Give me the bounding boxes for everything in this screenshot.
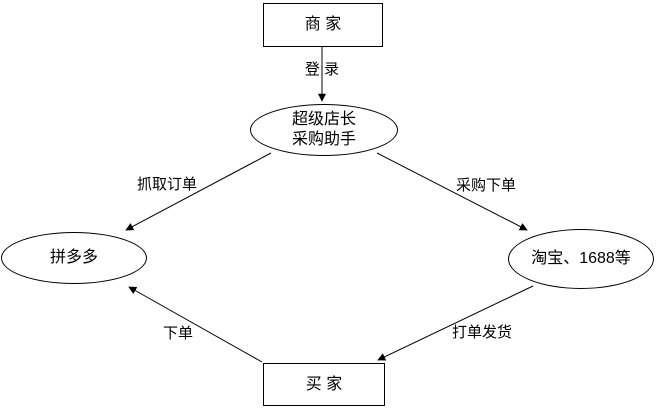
node-pinduoduo: 拼多多 xyxy=(1,232,147,284)
edge-label-print-ship: 打单发货 xyxy=(452,324,513,341)
edge-order-arrow xyxy=(128,286,263,363)
edge-label-purchase-order: 采购下单 xyxy=(456,177,517,194)
node-merchant-label: 商 家 xyxy=(304,16,342,33)
edge-label-place-order: 下单 xyxy=(163,325,194,342)
edge-purchase-arrow xyxy=(376,152,528,231)
edge-grab-arrow xyxy=(125,152,272,231)
node-purchase-assistant-label-line1: 超级店长 xyxy=(291,111,356,128)
edge-label-grab-orders: 抓取订单 xyxy=(137,176,198,193)
node-pinduoduo-label: 拼多多 xyxy=(49,249,98,266)
node-purchase-assistant: 超级店长 采购助手 xyxy=(250,104,398,156)
node-purchase-assistant-label-line2: 采购助手 xyxy=(291,131,356,148)
edge-ship-arrow xyxy=(377,285,534,361)
node-buyer: 买 家 xyxy=(263,363,385,406)
node-taobao-1688-label: 淘宝、1688等 xyxy=(531,250,631,267)
node-merchant: 商 家 xyxy=(263,3,383,47)
node-taobao-1688: 淘宝、1688等 xyxy=(508,229,654,289)
node-buyer-label: 买 家 xyxy=(305,375,343,393)
edge-label-login: 登 录 xyxy=(304,61,340,78)
